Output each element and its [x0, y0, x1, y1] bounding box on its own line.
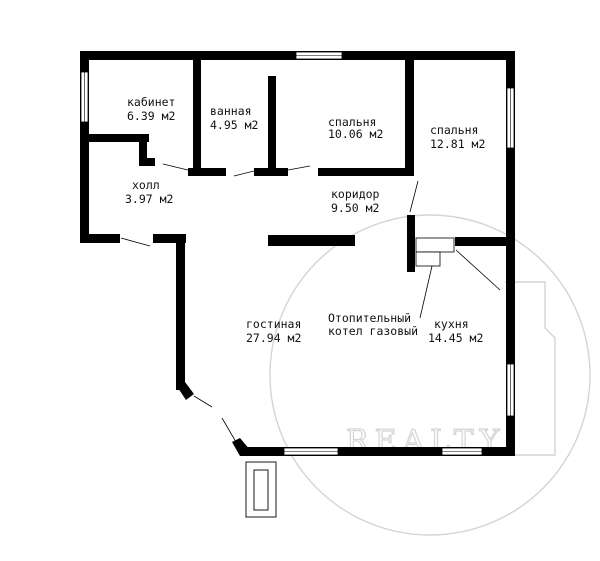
wall-bath-bottom-1 — [188, 168, 226, 176]
door-kitchen — [455, 249, 501, 291]
office-area: 6.39 м2 — [127, 109, 175, 123]
doors — [120, 163, 501, 443]
door-bedroom-2 — [409, 180, 419, 213]
bathroom-area: 4.95 м2 — [210, 118, 258, 132]
wall-hall-stub — [153, 234, 186, 243]
wall-corridor-middle — [268, 235, 355, 246]
wall-living-left — [176, 234, 185, 390]
hall-area: 3.97 м2 — [125, 192, 173, 206]
door-office — [162, 163, 193, 172]
windows — [80, 51, 515, 456]
living-room-area: 27.94 м2 — [246, 331, 301, 345]
wall-bedroom-bottom — [318, 168, 412, 176]
bedroom-2-area: 12.81 м2 — [430, 137, 485, 151]
wall-office-bottom — [89, 134, 149, 142]
terrace — [245, 461, 277, 518]
hall-name: холл — [132, 178, 160, 192]
kitchen-name: кухня — [434, 317, 469, 331]
kitchen-area: 14.45 м2 — [428, 331, 483, 345]
room-labels: кабинет 6.39 м2 ванная 4.95 м2 спальня 1… — [125, 95, 485, 345]
wall-kitchen-top — [455, 237, 515, 246]
bedroom-2-name: спальня — [430, 123, 478, 137]
wall-kitchen-left — [407, 215, 415, 272]
corridor-name: коридор — [331, 187, 380, 201]
door-bath — [233, 169, 259, 177]
wall-office-bath — [193, 56, 201, 174]
bedroom-1-name: спальня — [328, 115, 376, 129]
door-bedroom-1 — [287, 165, 311, 171]
wall-bath-bedroom — [268, 76, 276, 174]
wall-bedroom-divider — [405, 56, 414, 176]
wall-office-step-2 — [139, 158, 155, 166]
corridor-area: 9.50 м2 — [331, 201, 379, 215]
boiler-label-line2: котел газовый — [328, 324, 418, 338]
wall-bottom — [240, 447, 515, 456]
wall-right — [506, 51, 515, 456]
watermark-circle — [269, 214, 591, 536]
wall-left — [80, 51, 89, 243]
wall-office-step — [139, 134, 147, 164]
wall-bottom-left — [80, 234, 120, 243]
door-terrace — [193, 395, 213, 408]
watermark-house-outline — [505, 281, 556, 456]
wall-diagonal-1 — [176, 382, 194, 400]
boiler-label-line1: Отопительный — [328, 311, 411, 325]
bathroom-name: ванная — [210, 104, 252, 118]
door-entrance — [120, 237, 151, 247]
door-terrace-2 — [221, 417, 237, 443]
living-room-name: гостиная — [246, 317, 301, 331]
bedroom-1-area: 10.06 м2 — [328, 127, 383, 141]
boiler-unit — [415, 237, 455, 319]
office-name: кабинет — [127, 95, 175, 109]
wall-bath-bottom-2 — [254, 168, 288, 176]
